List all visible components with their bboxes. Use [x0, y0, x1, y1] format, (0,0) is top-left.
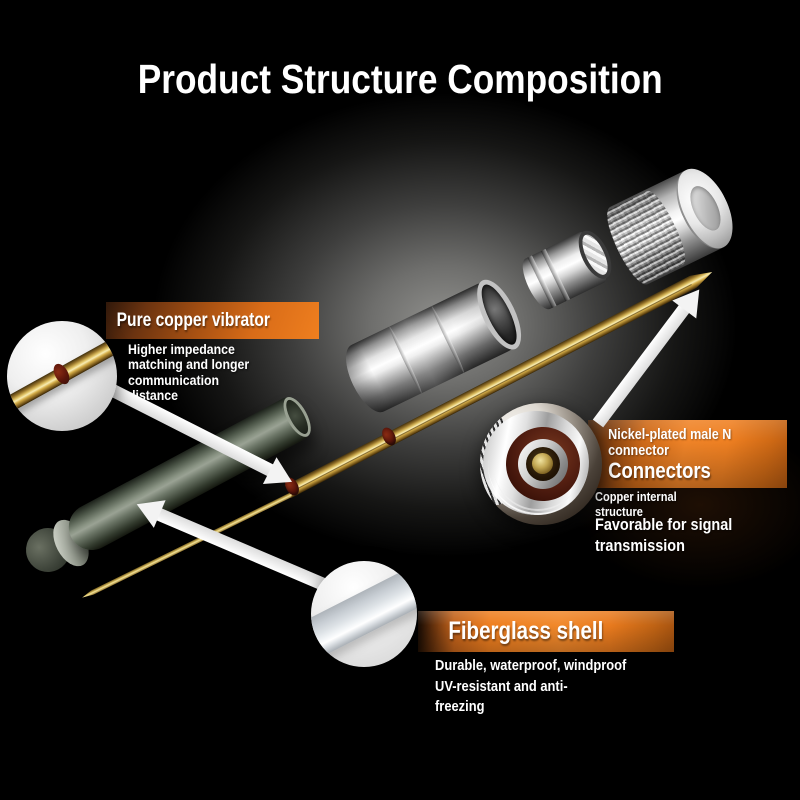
n-connector-closeup-circle	[480, 403, 602, 525]
callout-label-connector: Nickel-plated male N connector	[608, 426, 732, 459]
callout-description-shell: Durable, waterproof, windproof UV-resist…	[435, 657, 627, 716]
page-title-text: Product Structure Composition	[137, 56, 663, 102]
callout-banner-copper: Pure copper vibrator	[106, 302, 319, 339]
callout-banner-connector: Nickel-plated male N connector Connector…	[588, 420, 787, 488]
callout-label-connector-strong: Connectors	[608, 457, 711, 483]
callout-label-shell: Fiberglass shell	[448, 617, 604, 645]
callout-label-copper: Pure copper vibrator	[116, 310, 270, 331]
closeup-fiberglass-tube	[311, 561, 417, 666]
sleeve-seam	[387, 325, 424, 394]
connector-cap-recess	[684, 181, 727, 236]
sleeve-seam	[429, 305, 466, 374]
closeup-connector-gold-pin	[532, 453, 553, 474]
fiberglass-closeup-circle	[311, 561, 417, 667]
page-title: Product Structure Composition	[0, 56, 800, 103]
callout-description-connector-structure: Copper internal structure	[595, 489, 677, 519]
callout-banner-shell: Fiberglass shell	[418, 611, 674, 652]
callout-description-copper: Higher impedance matching and longer com…	[128, 341, 250, 404]
callout-description-connector: Favorable for signal transmission	[595, 515, 733, 556]
copper-rod-closeup-circle	[7, 321, 117, 431]
